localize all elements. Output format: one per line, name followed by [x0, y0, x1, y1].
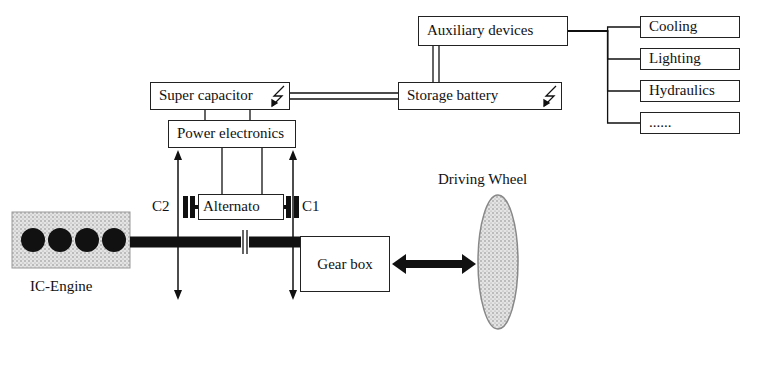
node-label: Storage battery: [407, 87, 498, 104]
clutch-plates: [183, 196, 299, 218]
clutch-label: C2: [152, 198, 170, 215]
connector: [568, 31, 640, 91]
node-label: Alternato: [203, 198, 260, 215]
engine-cylinders: [21, 228, 126, 252]
connector: [290, 93, 398, 99]
lightning-symbol: [272, 86, 556, 106]
node-label: Hydraulics: [649, 82, 715, 99]
alternator-box: Alternato: [198, 194, 284, 220]
clutch-label: C1: [302, 198, 320, 215]
engine-node: IC-Engine: [12, 212, 130, 268]
connector: [568, 31, 640, 59]
node-label: Cooling: [649, 18, 697, 35]
connector: [568, 31, 640, 123]
storage-box: Storage battery: [398, 82, 562, 110]
node-label: Lighting: [649, 50, 701, 67]
storage-box: Super capacitor: [150, 82, 290, 110]
aux-box: Auxiliary devices: [418, 16, 568, 46]
node-label: Gear box: [317, 253, 372, 276]
load-box: ......: [640, 112, 740, 134]
connector: [433, 46, 439, 82]
node-label: Power electronics: [177, 125, 284, 142]
load-box: Cooling: [640, 16, 740, 38]
wheel-node: Driving Wheel: [478, 195, 518, 330]
load-box: Hydraulics: [640, 80, 740, 102]
converter-box: Power electronics: [168, 120, 296, 148]
engine-block: [12, 212, 130, 268]
load-box: Lighting: [640, 48, 740, 70]
node-label: Auxiliary devices: [427, 22, 533, 39]
gearbox-box: Gear box: [300, 236, 390, 292]
clutch-arrows: [174, 150, 297, 300]
connector: [130, 230, 300, 254]
connector: [392, 254, 476, 274]
node-label: Super capacitor: [159, 87, 253, 104]
node-label: IC-Engine: [30, 278, 92, 295]
connector: [205, 110, 250, 120]
node-label: ......: [649, 114, 672, 131]
connector: [222, 148, 262, 194]
node-label: Driving Wheel: [438, 171, 527, 188]
wheel-shape: [478, 195, 518, 329]
